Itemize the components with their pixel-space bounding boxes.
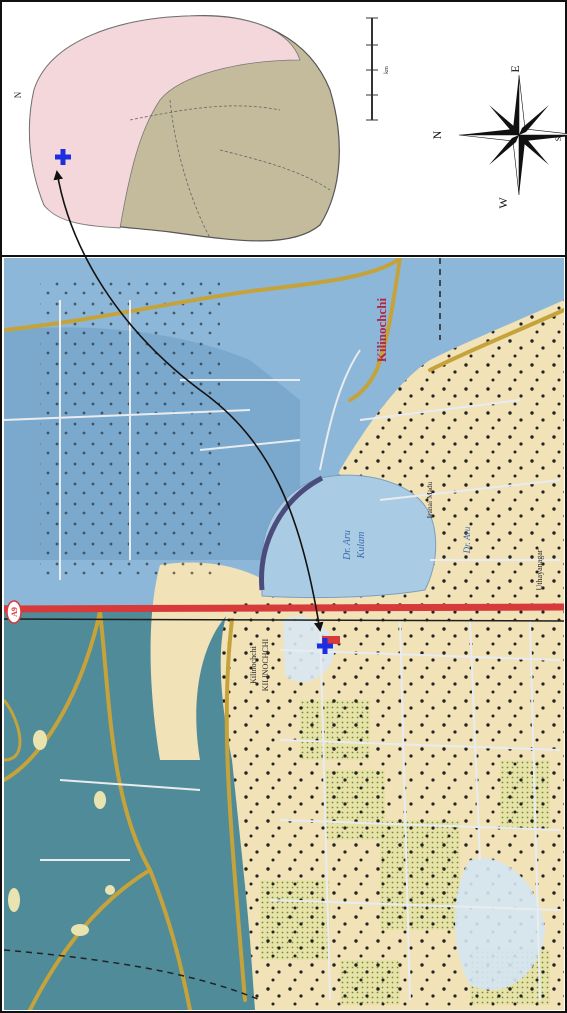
inset-north-label: N bbox=[13, 91, 23, 98]
tank-label-1: Dr. Aru bbox=[342, 530, 353, 561]
marsh bbox=[455, 858, 545, 990]
location-marker-main bbox=[317, 638, 333, 654]
scale-bar: km bbox=[366, 17, 390, 121]
compass-s: S bbox=[554, 137, 563, 141]
location-marker-inset bbox=[55, 149, 71, 165]
area-label-1: Kilinochchi bbox=[249, 645, 258, 684]
compass-n: N bbox=[430, 130, 444, 139]
clearing bbox=[105, 885, 115, 895]
place-label-top-right: Iranai Madu bbox=[425, 481, 434, 518]
main-map: A9 Kilinochchi Dr. Aru Kulam Dr. Aru Kil… bbox=[2, 255, 565, 1010]
tank-label-2: Kulam bbox=[356, 532, 367, 560]
a9-road-shield: A9 bbox=[6, 600, 22, 624]
town-label: Kilinochchi bbox=[374, 297, 389, 362]
compass-w: W bbox=[496, 197, 510, 209]
clearing bbox=[94, 791, 106, 809]
area-label-2: KILINOCHCHI bbox=[261, 638, 270, 691]
inset-north-arrow: N bbox=[13, 91, 23, 98]
a9-road-label: A9 bbox=[10, 607, 19, 617]
clearing bbox=[33, 730, 47, 750]
a9-road bbox=[4, 603, 564, 613]
compass-e: E bbox=[508, 65, 522, 72]
connector-arrow bbox=[53, 170, 324, 632]
inset-boundary bbox=[129, 105, 281, 121]
inset-boundary bbox=[169, 99, 211, 239]
dashed-track bbox=[4, 949, 261, 1001]
scale-label: km bbox=[384, 66, 390, 74]
river-label: Dr. Aru bbox=[462, 526, 472, 554]
place-label-bottom: Uthayanagar bbox=[535, 549, 544, 590]
clearing bbox=[8, 888, 20, 912]
compass-rose: N E S W bbox=[430, 65, 567, 209]
clearing bbox=[71, 924, 89, 936]
hospital-block bbox=[322, 636, 340, 644]
yellow-road-outer bbox=[4, 699, 22, 762]
